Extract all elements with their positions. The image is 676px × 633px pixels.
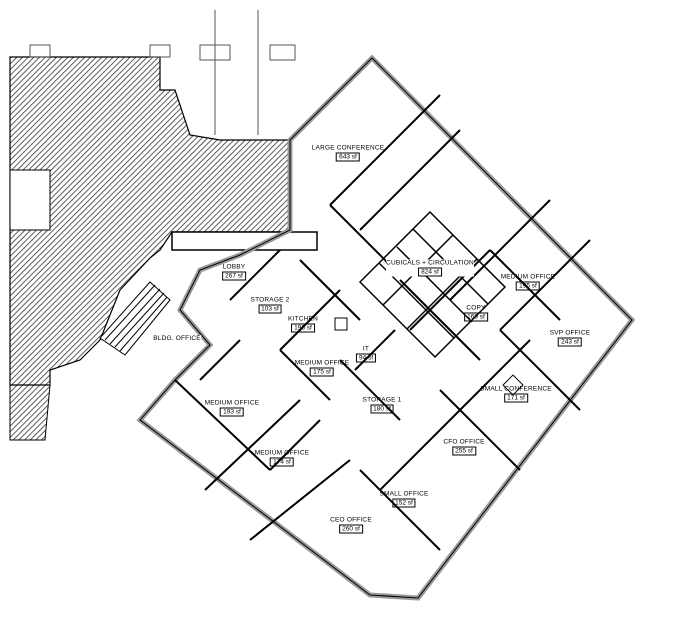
room-area: 260 sf — [339, 524, 363, 534]
room-area: 196 sf — [291, 323, 315, 333]
room-name: MEDIUM OFFICE — [204, 399, 260, 407]
conference-table — [502, 374, 524, 396]
room-name: LOBBY — [222, 263, 246, 271]
room-area: 255 sf — [452, 446, 476, 456]
room-name: CEO OFFICE — [330, 516, 372, 524]
room-area: 267 sf — [222, 271, 246, 281]
room-area: 824 sf — [418, 267, 442, 277]
room-area: 94 sf — [355, 353, 377, 363]
room-area: 193 sf — [220, 407, 244, 417]
room-area: 243 sf — [558, 337, 582, 347]
new-office-wing — [136, 54, 636, 601]
entry-columns — [29, 10, 296, 135]
entry-corridor — [171, 231, 318, 251]
room-name: CFO OFFICE — [443, 438, 485, 446]
room-name: KITCHEN — [288, 315, 318, 323]
room-area: 175 sf — [310, 367, 334, 377]
room-name: SVP OFFICE — [549, 329, 591, 337]
room-name: MEDIUM OFFICE — [294, 359, 350, 367]
room-area: 180 sf — [370, 404, 394, 414]
room-name: LARGE CONFERENCE — [311, 144, 385, 152]
cubicles — [358, 210, 507, 359]
room-area: 171 sf — [504, 393, 528, 403]
room-name: MEDIUM OFFICE — [500, 273, 556, 281]
room-name: SMALL CONFERENCE — [480, 385, 552, 393]
room-name: STORAGE 2 — [250, 296, 290, 304]
room-area: 152 sf — [392, 498, 416, 508]
room-name: IT — [362, 345, 370, 353]
existing-building-hatched — [9, 56, 291, 386]
room-name: CUBICALS + CIRCULATION — [386, 259, 474, 267]
kitchen-table — [334, 317, 348, 331]
room-name: BLDG. OFFICE — [153, 335, 201, 342]
room-area: 195 sf — [516, 281, 540, 291]
room-area: 643 sf — [336, 152, 360, 162]
room-name: COPY — [466, 304, 486, 312]
room-name: STORAGE 1 — [362, 396, 402, 404]
existing-room — [9, 169, 51, 231]
room-name: MEDIUM OFFICE — [254, 449, 310, 457]
room-bldg-office: BLDG. OFFICE — [153, 335, 201, 343]
room-area: 169 sf — [464, 312, 488, 322]
room-name: SMALL OFFICE — [379, 490, 429, 498]
existing-building-hatched-lower — [9, 384, 51, 441]
stair — [99, 281, 171, 356]
room-area: 174 sf — [270, 457, 294, 467]
room-area: 103 sf — [258, 304, 282, 314]
